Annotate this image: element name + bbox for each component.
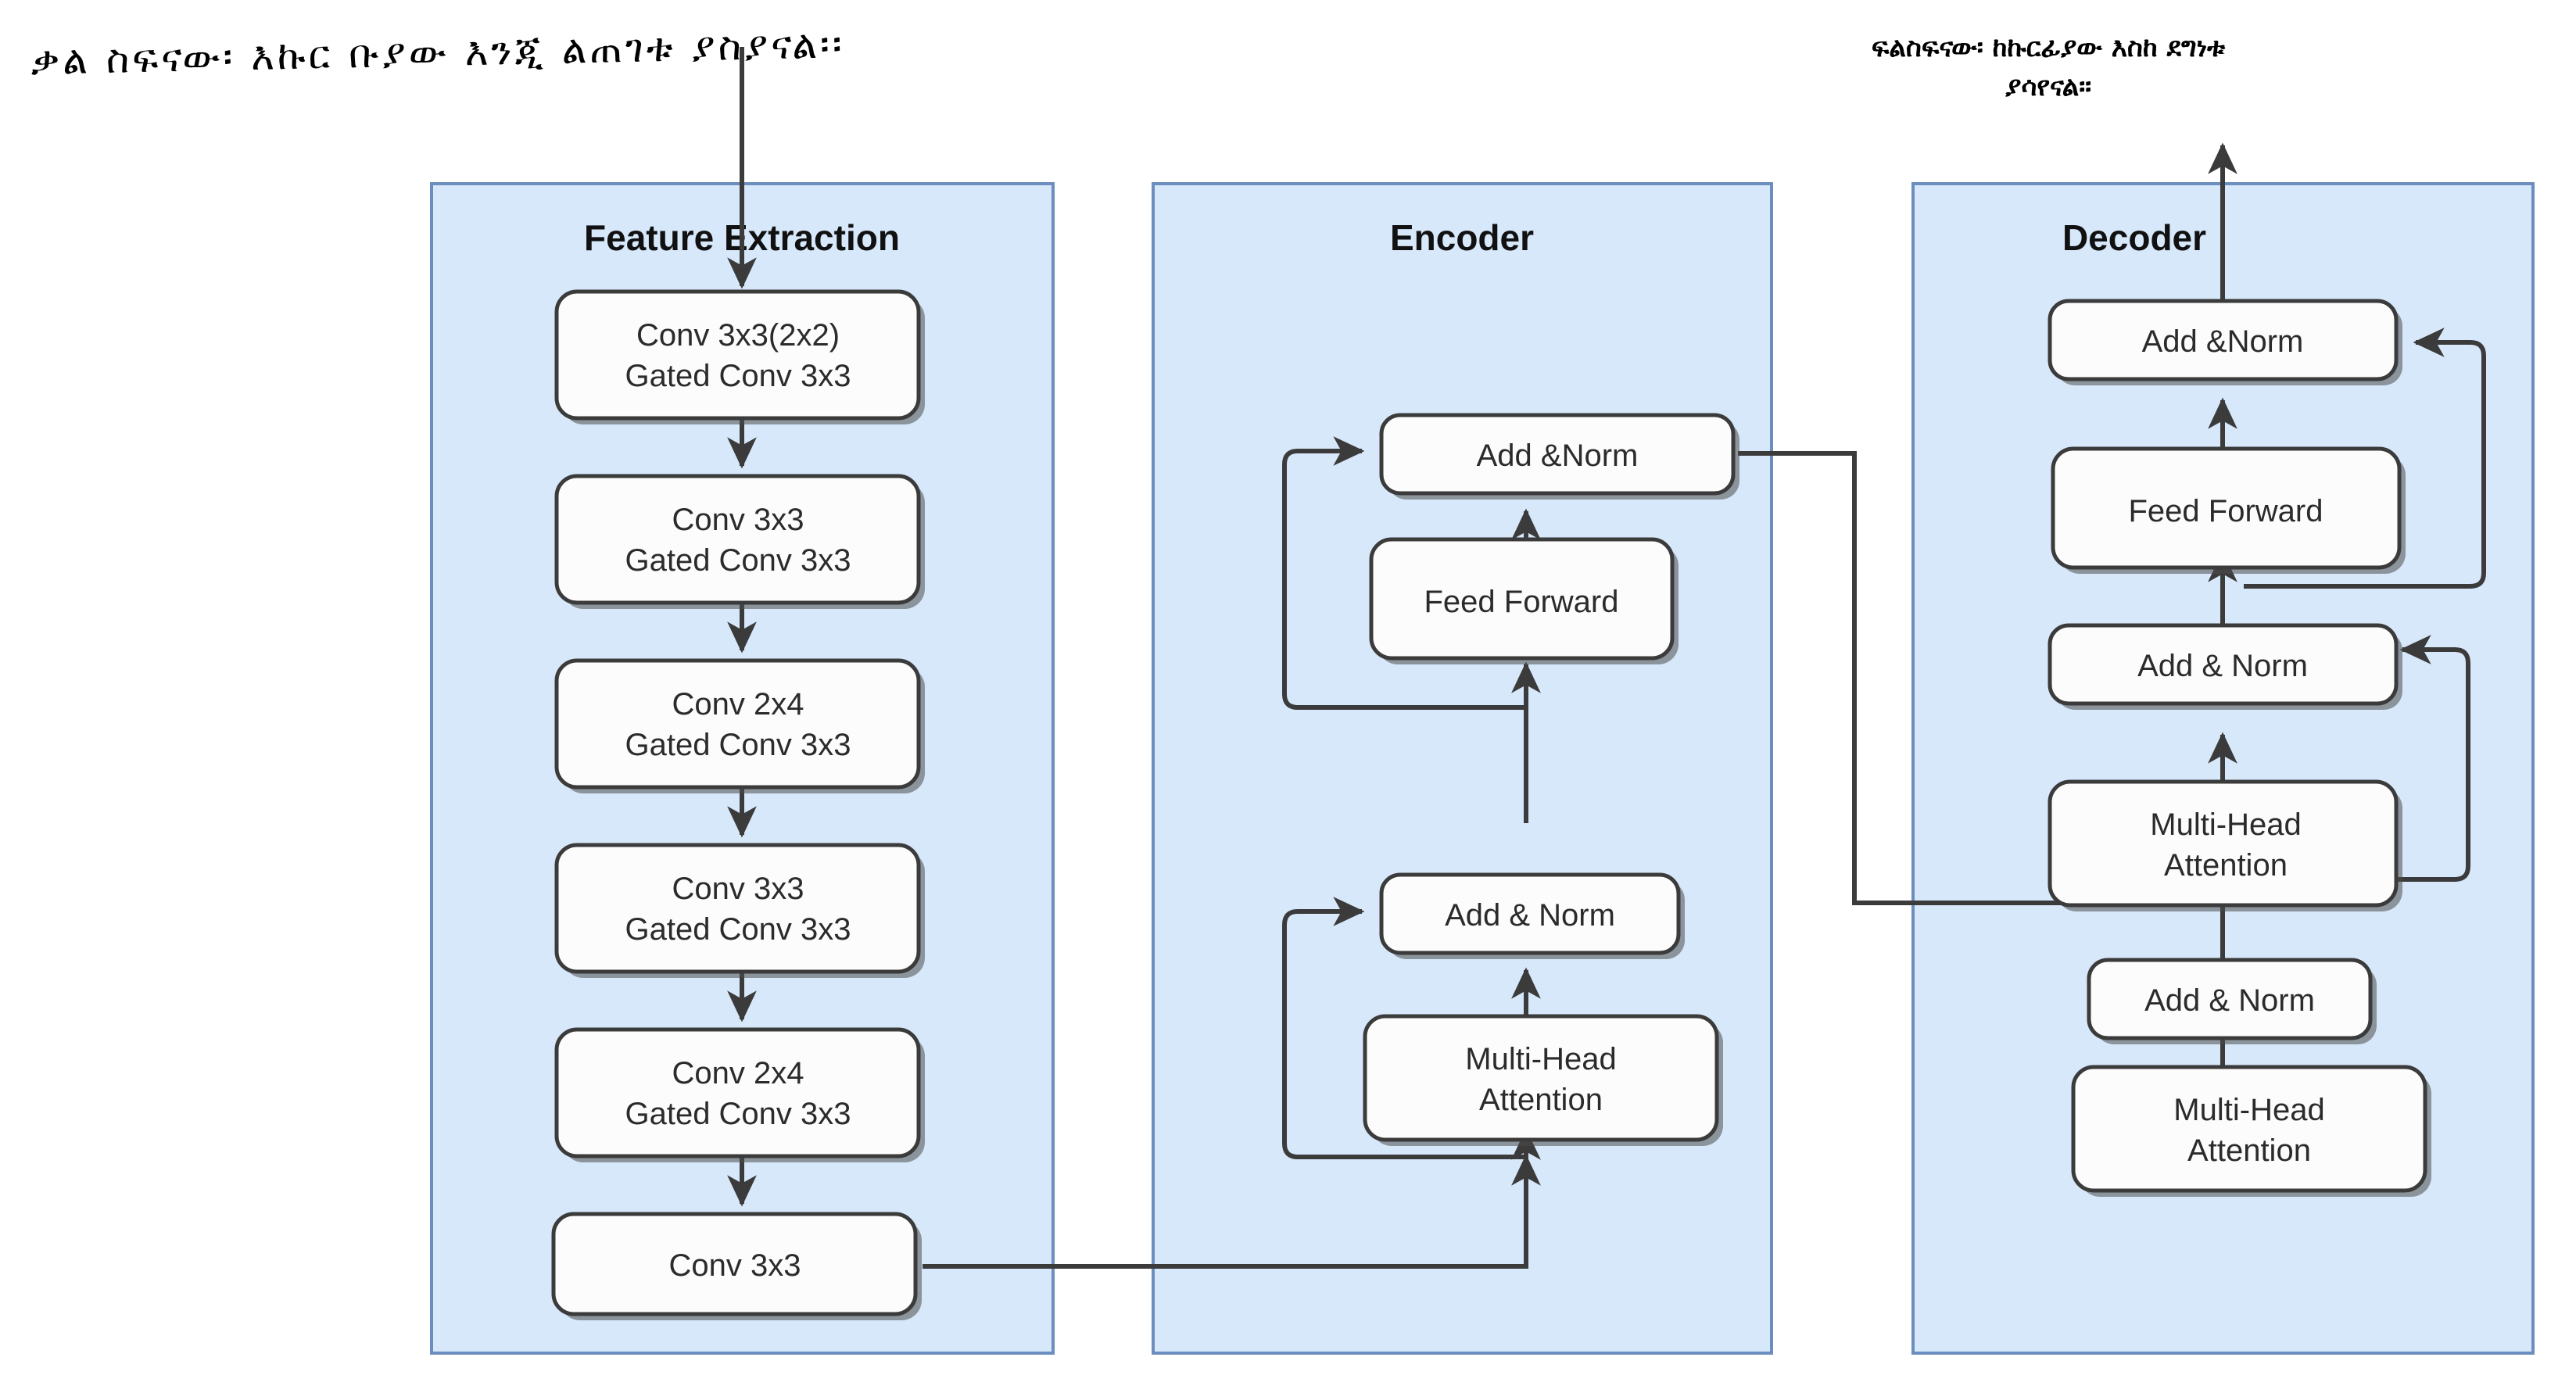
node-dec-addnorm-mid: Add & Norm [2048,623,2402,710]
node-label: Feed Forward [1424,585,1619,619]
node-fe-3: Conv 2x4 Gated Conv 3x3 [554,658,925,793]
node-dec-addnorm-top: Add &Norm [2048,299,2402,385]
annotation-top-right-line1: ፍልስፍናው፡ ከኩርፊያው እስከ ደግነቱ [1872,32,2226,63]
node-label: Conv 3x3 [672,872,804,906]
node-label: Multi-Head [2150,808,2301,842]
annotation-top-right-line2: ያሳየናል። [2005,71,2091,102]
node-label: Add &Norm [1477,439,1639,473]
node-label: Attention [1479,1083,1603,1117]
node-label: Add &Norm [2142,324,2304,359]
node-label: Conv 3x3(2x2) [636,318,840,353]
node-label: Add & Norm [2137,649,2308,683]
node-dec-multi-head-attention-self: Multi-Head Attention [2071,1065,2431,1197]
panel-title-encoder: Encoder [1390,217,1534,258]
node-enc-feed-forward: Feed Forward [1369,537,1679,664]
node-label: Conv 2x4 [672,687,804,722]
edges-encoder [1282,436,1541,1188]
node-label: Attention [2164,848,2288,883]
node-label: Add & Norm [1445,898,1615,933]
node-label: Attention [2187,1133,2311,1168]
node-fe-4: Conv 3x3 Gated Conv 3x3 [554,843,925,978]
node-label: Gated Conv 3x3 [625,359,851,393]
node-label: Multi-Head [2173,1093,2324,1127]
node-label: Feed Forward [2129,494,2323,528]
node-label: Gated Conv 3x3 [625,543,851,578]
node-enc-addnorm-bottom: Add & Norm [1379,872,1685,959]
node-dec-addnorm-low: Add & Norm [2087,958,2377,1044]
node-dec-feed-forward: Feed Forward [2051,446,2406,574]
node-fe-6: Conv 3x3 [551,1212,922,1320]
panel-encoder [1152,182,1773,1355]
node-enc-multi-head-attention: Multi-Head Attention [1363,1014,1723,1146]
node-label: Conv 2x4 [672,1056,804,1090]
edge-featureextraction-to-encoder [923,1154,1541,1269]
node-label: Add & Norm [2144,983,2315,1018]
node-dec-multi-head-attention-cross: Multi-Head Attention [2048,779,2402,911]
node-label: Gated Conv 3x3 [625,912,851,947]
node-label: Multi-Head [1465,1042,1616,1076]
node-label: Gated Conv 3x3 [625,728,851,762]
panel-title-decoder: Decoder [2062,217,2206,258]
node-label: Conv 3x3 [669,1248,801,1283]
node-fe-1: Conv 3x3(2x2) Gated Conv 3x3 [554,289,925,424]
node-fe-5: Conv 2x4 Gated Conv 3x3 [554,1027,925,1162]
node-label: Gated Conv 3x3 [625,1097,851,1131]
node-fe-2: Conv 3x3 Gated Conv 3x3 [554,474,925,609]
node-enc-addnorm-top: Add &Norm [1379,413,1739,500]
node-label: Conv 3x3 [672,503,804,537]
